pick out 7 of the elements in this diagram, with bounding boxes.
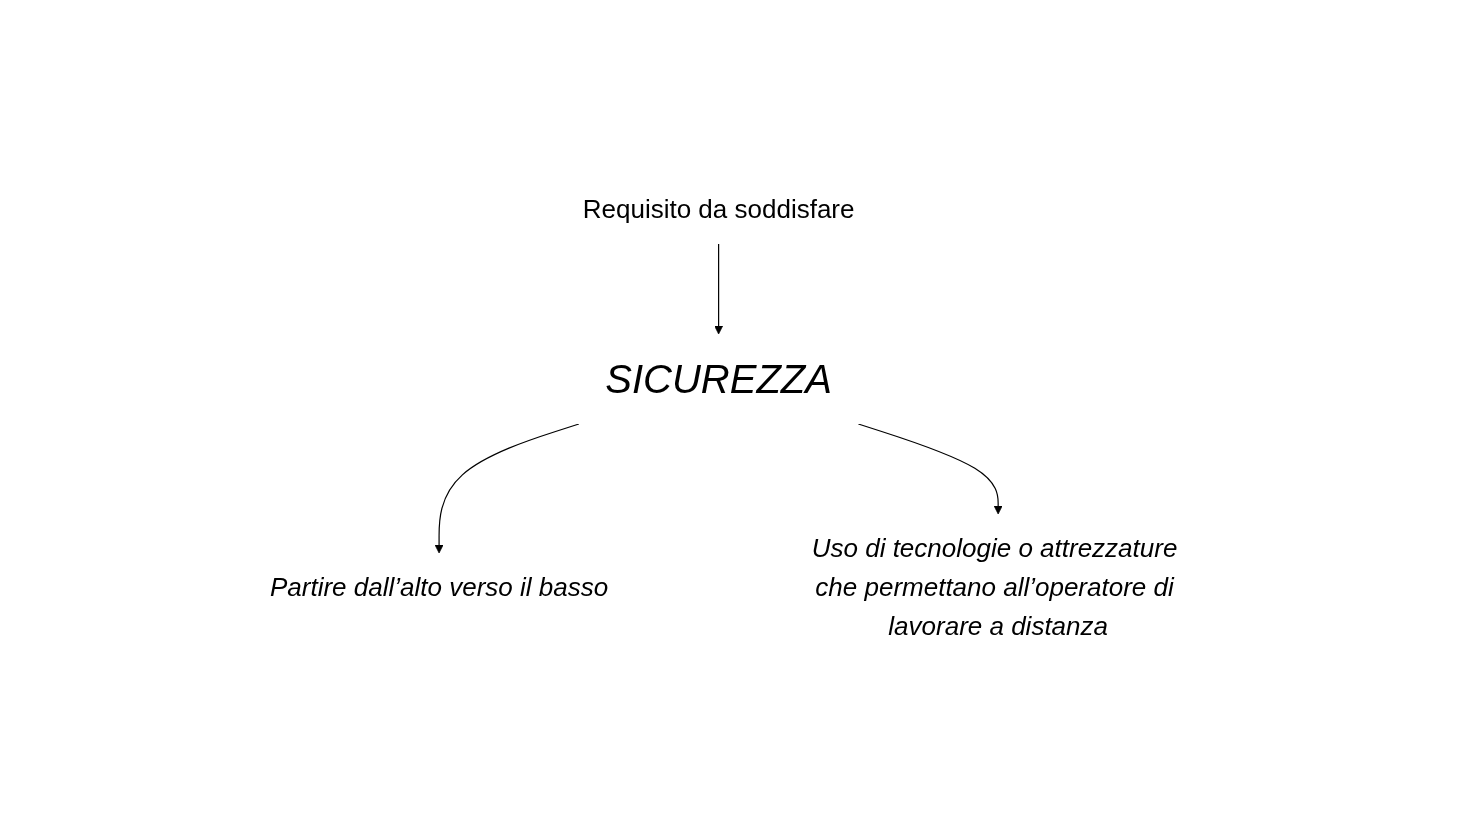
node-text: SICUREZZA <box>605 357 833 401</box>
arrow <box>714 243 724 335</box>
node-text: Uso di tecnologie o attrezzature che permettano all’operatore di lavorare a distanza <box>812 533 1178 641</box>
node-text: Requisito da soddisfare <box>583 194 855 224</box>
arrow <box>435 423 580 554</box>
arrow <box>858 423 1003 515</box>
node-text: Partire dall’alto verso il basso <box>270 572 609 602</box>
